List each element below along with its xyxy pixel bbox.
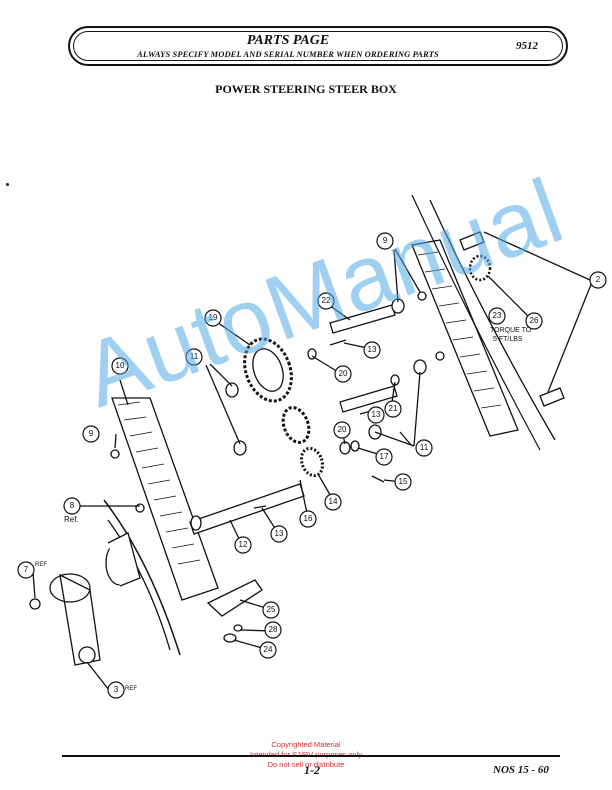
callout-19: 19 [209, 313, 218, 322]
shaft-21 [339, 385, 398, 413]
washer-20a [307, 348, 317, 360]
washer-16 [350, 440, 360, 452]
torque-note-line1: TORQUE TO [490, 327, 532, 334]
page-title: POWER STEERING STEER BOX [215, 82, 397, 96]
footer-rule [62, 755, 560, 757]
parts-page-header: PARTS PAGE ALWAYS SPECIFY MODEL AND SERI… [68, 26, 568, 66]
washer-9a [110, 449, 120, 459]
pin-13a [329, 339, 347, 346]
callout-8: 8 [70, 501, 75, 510]
callout-7: 7 [24, 565, 29, 574]
frame-hatch-left [117, 401, 201, 565]
ball-joint-3 [78, 646, 96, 664]
callout-15: 15 [399, 477, 408, 486]
bolt-24 [223, 633, 237, 643]
callout-17: 16 [304, 514, 313, 523]
exploded-parts-diagram: 2 10 9 8 7 9 19 22 11 13 20 21 13 20 17 … [17, 194, 607, 699]
bearing-11b [233, 440, 247, 456]
copyright-line-1: Copyrighted Material [271, 740, 341, 749]
pin-13c [253, 505, 267, 509]
callout-25: 25 [267, 605, 276, 614]
ref-label-7: REF [35, 562, 47, 568]
callout-24: 24 [264, 645, 273, 654]
copyright-line-3: Do not sell or distribute [267, 760, 345, 769]
footer-code: NOS 15 - 60 [493, 764, 549, 776]
callout-9-left: 9 [89, 429, 94, 438]
callout-26: 26 [530, 316, 539, 325]
torque-note-line2: 5 FT/LBS [493, 336, 523, 343]
callout-20-upper: 20 [339, 369, 348, 378]
header-subtitle: ALWAYS SPECIFY MODEL AND SERIAL NUMBER W… [137, 49, 439, 59]
model-number: 9512 [516, 40, 538, 52]
bearing-11d [413, 359, 427, 375]
page-number: 1-2 [304, 763, 320, 777]
gear-19 [243, 337, 293, 403]
copyright-line-2: Intended for SJ/RV purposes only [0, 750, 612, 760]
callout-23: 23 [493, 311, 502, 320]
callout-22: 22 [322, 296, 331, 305]
header-title: PARTS PAGE [246, 33, 330, 48]
gear-23 [468, 254, 492, 282]
callout-13-lower: 13 [275, 529, 284, 538]
washer-9b [135, 503, 145, 513]
callout-21: 21 [389, 404, 398, 413]
callout-16: 17 [380, 452, 389, 461]
frame-line-right [411, 194, 541, 451]
callout-28: 28 [269, 625, 278, 634]
callout-14: 14 [329, 497, 338, 506]
washer-9c [417, 291, 427, 301]
shaft-22 [329, 304, 396, 334]
callout-2: 2 [596, 275, 601, 284]
bolt-2a [459, 231, 485, 251]
callout-9-right: 9 [383, 236, 388, 245]
washer-9d [435, 351, 445, 361]
bearing-11a [225, 382, 239, 398]
nut-7 [29, 598, 41, 610]
mount-bracket [206, 579, 263, 617]
callout-12: 12 [239, 540, 248, 549]
frame-curve-left [103, 499, 181, 656]
ref-label-8: Ref. [64, 515, 79, 524]
stray-mark [6, 183, 9, 186]
pitman-arm [59, 573, 101, 666]
gear-17 [281, 406, 311, 444]
callout-13-mid: 13 [372, 410, 381, 419]
pin-15 [371, 475, 385, 483]
callout-10: 10 [116, 361, 125, 370]
copyright-notice: Copyrighted Material Intended for SJ/RV … [0, 740, 612, 770]
ref-label-3: REF [125, 686, 137, 692]
callout-13-upper: 13 [368, 345, 377, 354]
washer-28 [233, 624, 243, 632]
bolt-2b [539, 387, 565, 407]
callout-11-right: 11 [420, 443, 429, 452]
frame-plate-left [111, 397, 219, 601]
callout-11-left: 11 [190, 352, 199, 361]
callout-3: 3 [114, 685, 119, 694]
gear-14 [299, 446, 325, 478]
shaft-12 [189, 483, 305, 535]
bushing-left [190, 515, 202, 531]
callout-20-lower: 20 [338, 425, 347, 434]
